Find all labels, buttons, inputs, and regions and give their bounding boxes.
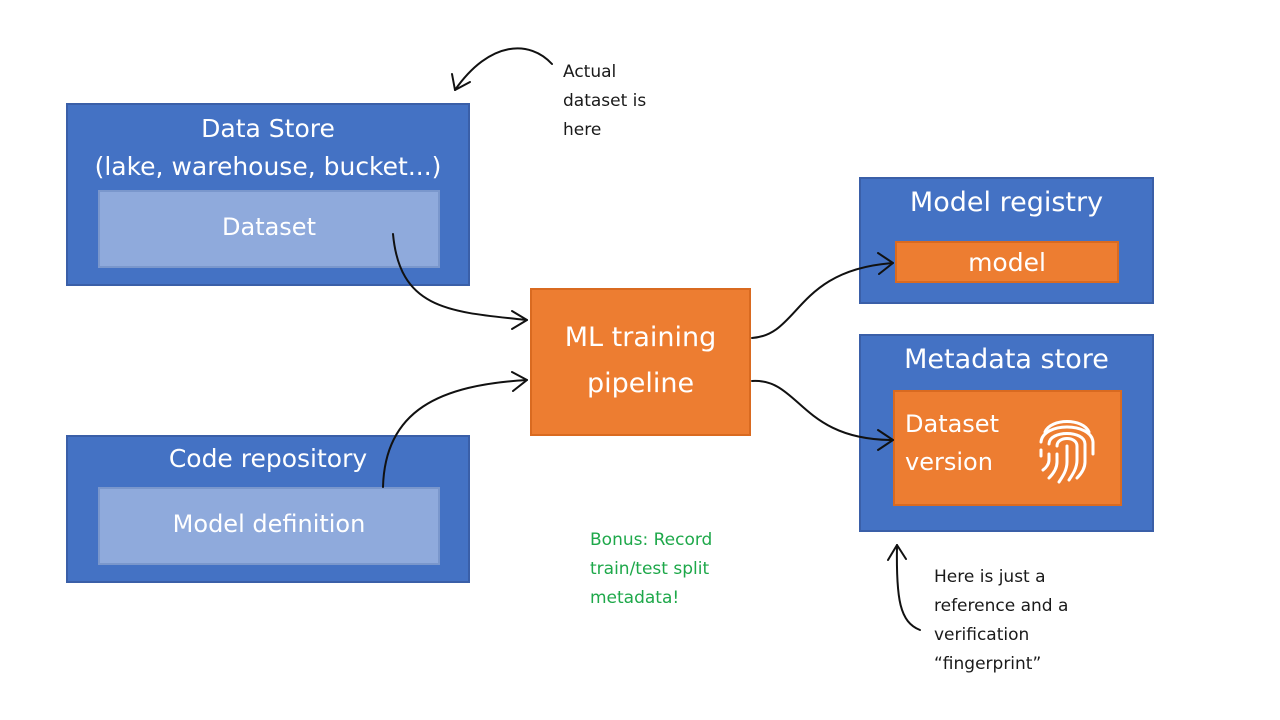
arrowhead-model-definition-to-pipeline [511, 371, 528, 392]
arrow-reference-to-metadata [895, 544, 921, 631]
arrow-dataset-to-pipeline [392, 233, 528, 321]
pipeline-line1: ML training [564, 322, 717, 353]
dataset-box: Dataset [98, 190, 440, 268]
pipeline-line2: pipeline [586, 368, 695, 399]
arrow-note-to-data-store [454, 47, 553, 91]
arrowhead-pipeline-to-model-registry [877, 252, 894, 275]
model-definition-label: Model definition [172, 510, 366, 538]
model-label: model [968, 248, 1046, 277]
ml-training-pipeline-box: ML training pipeline [530, 288, 751, 436]
data-store-box: Data Store (lake, warehouse, bucket...) … [66, 103, 470, 286]
model-box: model [895, 241, 1119, 283]
dataset-version-line1: Dataset [905, 410, 999, 438]
arrowhead-reference-to-metadata [887, 544, 907, 561]
code-repository-box: Code repository Model definition [66, 435, 470, 583]
arrowhead-note-to-data-store [451, 73, 471, 91]
actual-dataset-note: Actual dataset is here [563, 62, 647, 140]
metadata-store-box: Metadata store Dataset version [859, 334, 1154, 532]
metadata-store-title: Metadata store [904, 344, 1109, 375]
dataset-version-box: Dataset version [893, 390, 1122, 506]
code-repository-title: Code repository [168, 444, 368, 473]
arrowhead-dataset-to-pipeline [511, 310, 528, 330]
data-store-title-line2: (lake, warehouse, bucket...) [94, 152, 442, 181]
bonus-note: Bonus: Record train/test split metadata! [590, 530, 713, 608]
arrow-model-definition-to-pipeline [382, 379, 528, 488]
model-definition-box: Model definition [98, 487, 440, 565]
fingerprint-icon [1039, 420, 1095, 484]
reference-note: Here is just a reference and a verificat… [934, 567, 1069, 674]
arrow-pipeline-to-metadata [751, 379, 894, 441]
dataset-version-line2: version [905, 448, 993, 476]
arrow-pipeline-to-model-registry [751, 262, 894, 339]
model-registry-title: Model registry [909, 187, 1104, 218]
dataset-label: Dataset [222, 213, 316, 241]
arrowhead-pipeline-to-metadata [877, 429, 894, 451]
model-registry-box: Model registry model [859, 177, 1154, 304]
data-store-title-line1: Data Store [201, 114, 335, 143]
